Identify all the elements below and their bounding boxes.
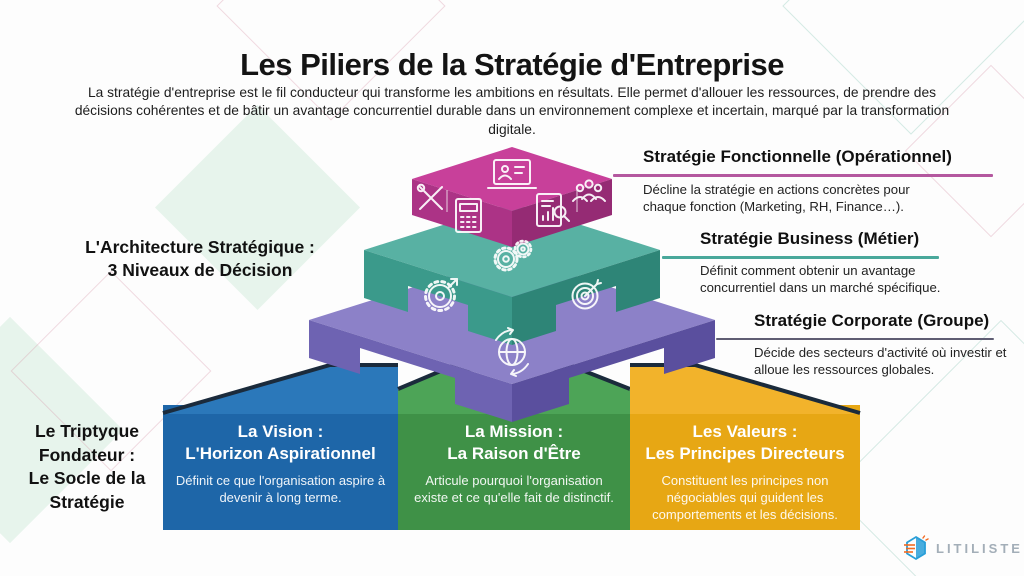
corporate-level [309, 256, 715, 422]
foundation-label: Le Triptyque Fondateur : Le Socle de la … [28, 421, 146, 512]
vision-block: La Vision : L'Horizon Aspirationnel Défi… [163, 405, 398, 530]
laptop-user-icon [487, 159, 537, 189]
gear-target-icon [424, 278, 458, 312]
mission-block-edge [397, 362, 631, 398]
mission-block: La Mission : La Raison d'Être Articule p… [398, 405, 630, 530]
values-block: Les Valeurs : Les Principes Directeurs C… [630, 405, 860, 530]
business-right-face [512, 250, 660, 345]
business-level [364, 203, 660, 345]
calculator-icon [455, 198, 482, 233]
corporate-description: Décide des secteurs d'activité où invest… [754, 345, 1007, 378]
globe-arrows-icon [495, 327, 529, 377]
functional-description: Décline la stratégie en actions concrète… [643, 182, 910, 215]
target-icon [571, 279, 602, 310]
team-icon [572, 179, 606, 202]
functional-connector-line [613, 174, 993, 177]
vision-block-title: La Vision : L'Horizon Aspirationnel [185, 422, 376, 463]
corporate-title: Stratégie Corporate (Groupe) [754, 311, 990, 330]
tools-icon [416, 183, 443, 210]
corporate-connector-line [716, 338, 994, 340]
business-description: Définit comment obtenir un avantage conc… [700, 263, 941, 296]
functional-left-face [412, 179, 512, 247]
functional-top-face [412, 147, 612, 211]
litiliste-logo-text: LITILISTE [936, 540, 1023, 556]
business-left-face [364, 250, 512, 345]
page-subtitle: La stratégie d'entreprise est le fil con… [74, 84, 950, 138]
report-icon [536, 193, 570, 227]
mission-block-description: Articule pourquoi l'organisation existe … [414, 472, 614, 505]
values-block-description: Constituent les principes non négociable… [652, 472, 838, 522]
functional-title: Stratégie Fonctionnelle (Opérationnel) [643, 147, 952, 166]
litiliste-logo: LITILISTE [903, 535, 1023, 561]
vision-block-description: Définit ce que l'organisation aspire à d… [175, 472, 386, 505]
gears-icon [493, 239, 533, 272]
functional-level [412, 147, 612, 247]
litiliste-logo-icon [904, 535, 929, 561]
business-top-face [364, 203, 660, 297]
values-block-title: Les Valeurs : Les Principes Directeurs [645, 422, 845, 463]
business-connector-line [662, 256, 939, 259]
architecture-label: L'Architecture Stratégique : 3 Niveaux d… [85, 237, 315, 280]
page-title: Les Piliers de la Stratégie d'Entreprise [240, 46, 784, 82]
business-title: Stratégie Business (Métier) [700, 229, 920, 248]
corporate-top-face [309, 256, 715, 384]
mission-block-title: La Mission : La Raison d'Être [447, 422, 581, 463]
functional-right-face [512, 179, 612, 247]
